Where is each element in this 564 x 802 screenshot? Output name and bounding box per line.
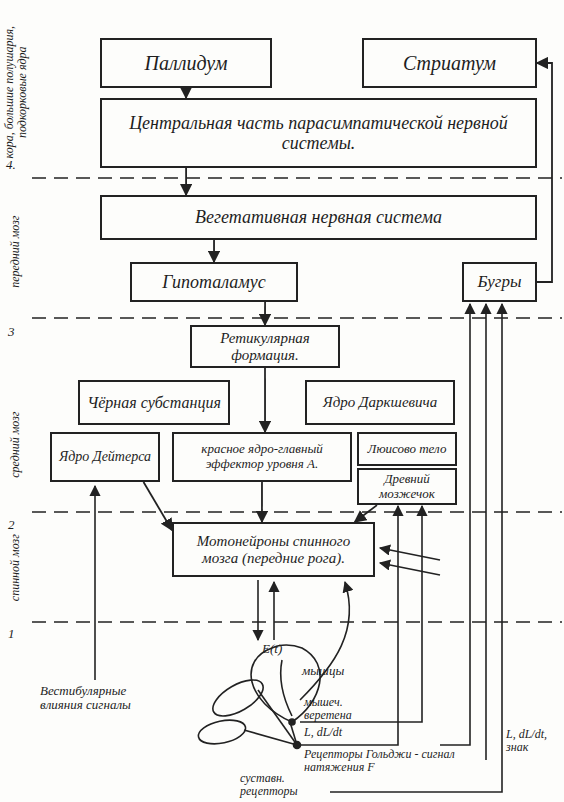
arrow-connector	[264, 302, 266, 325]
arrow-connector	[261, 482, 263, 522]
process-box: Ретикулярная формация.	[190, 325, 340, 368]
process-box: Мотонейроны спинного мозга (передние рог…	[172, 522, 375, 577]
process-box: Бугры	[462, 262, 537, 302]
level-number: 2	[8, 518, 22, 532]
level-number: 3	[8, 325, 22, 339]
box-text: Ядро Дейтерса	[59, 449, 151, 465]
signal-name: E(t)	[262, 642, 302, 656]
process-box: Стриатум	[362, 38, 537, 88]
level-name: средний мозг	[9, 380, 22, 510]
box-text: Гипоталамус	[162, 272, 266, 292]
muscle-drawing	[196, 645, 320, 749]
process-box: Центральная часть парасимпатической нерв…	[100, 98, 537, 168]
box-text: Мотонейроны спинного мозга (передние рог…	[178, 533, 369, 567]
level-number: 1	[8, 627, 22, 641]
box-text: Паллидум	[145, 52, 228, 74]
box-text: Бугры	[477, 272, 521, 291]
process-box: Гипоталамус	[130, 262, 298, 302]
process-box: красное ядро-главный эффектор уровня А.	[172, 432, 352, 482]
level-name: кора, большие полушария, подкорковые ядр…	[3, 7, 29, 177]
arrow-connector	[213, 240, 215, 262]
arrow-connector	[537, 63, 552, 282]
part-name: мышеч. веретена	[304, 696, 384, 722]
part-name: суставн. рецепторы	[240, 772, 330, 798]
level-name: спинной мозг	[9, 518, 22, 618]
box-text: Ретикулярная формация.	[196, 330, 334, 364]
arrow-connector	[185, 88, 187, 98]
signal-line	[95, 304, 502, 792]
signal-name: L, dL/dt, знак	[506, 728, 562, 754]
part-name: мышцы	[302, 664, 362, 678]
box-text: Люисово тело	[368, 442, 447, 457]
arrow-connector	[144, 482, 173, 530]
process-box: Чёрная субстанция	[78, 380, 230, 425]
box-text: Стриатум	[403, 52, 496, 74]
process-box: Вегетативная нервная система	[100, 195, 537, 240]
process-box: Ядро Дейтерса	[50, 432, 160, 482]
box-text: Древний мозжечок	[363, 472, 451, 501]
box-text: красное ядро-главный эффектор уровня А.	[178, 442, 346, 471]
box-text: Центральная часть парасимпатической нерв…	[106, 113, 531, 153]
arrow-connector	[264, 368, 266, 432]
level-name: передний мозг	[9, 187, 22, 317]
box-text: Чёрная субстанция	[87, 394, 221, 412]
process-box: Паллидум	[100, 38, 272, 88]
part-name: Рецепторы Гольджи - сигнал натяжения F	[304, 748, 494, 774]
process-box: Люисово тело	[357, 432, 457, 466]
signal-name: Вестибулярные влияния сигналы	[40, 684, 160, 713]
level-number: 4.	[6, 158, 26, 172]
signal-name: L, dL/dt	[304, 726, 384, 739]
arrow-connector	[355, 505, 377, 522]
process-box: Ядро Даркшевича	[305, 380, 455, 425]
level-divider	[32, 178, 562, 622]
box-text: Вегетативная нервная система	[195, 207, 442, 227]
arrow-connector	[185, 168, 187, 195]
process-box: Древний мозжечок	[357, 468, 457, 505]
box-text: Ядро Даркшевича	[323, 394, 437, 411]
